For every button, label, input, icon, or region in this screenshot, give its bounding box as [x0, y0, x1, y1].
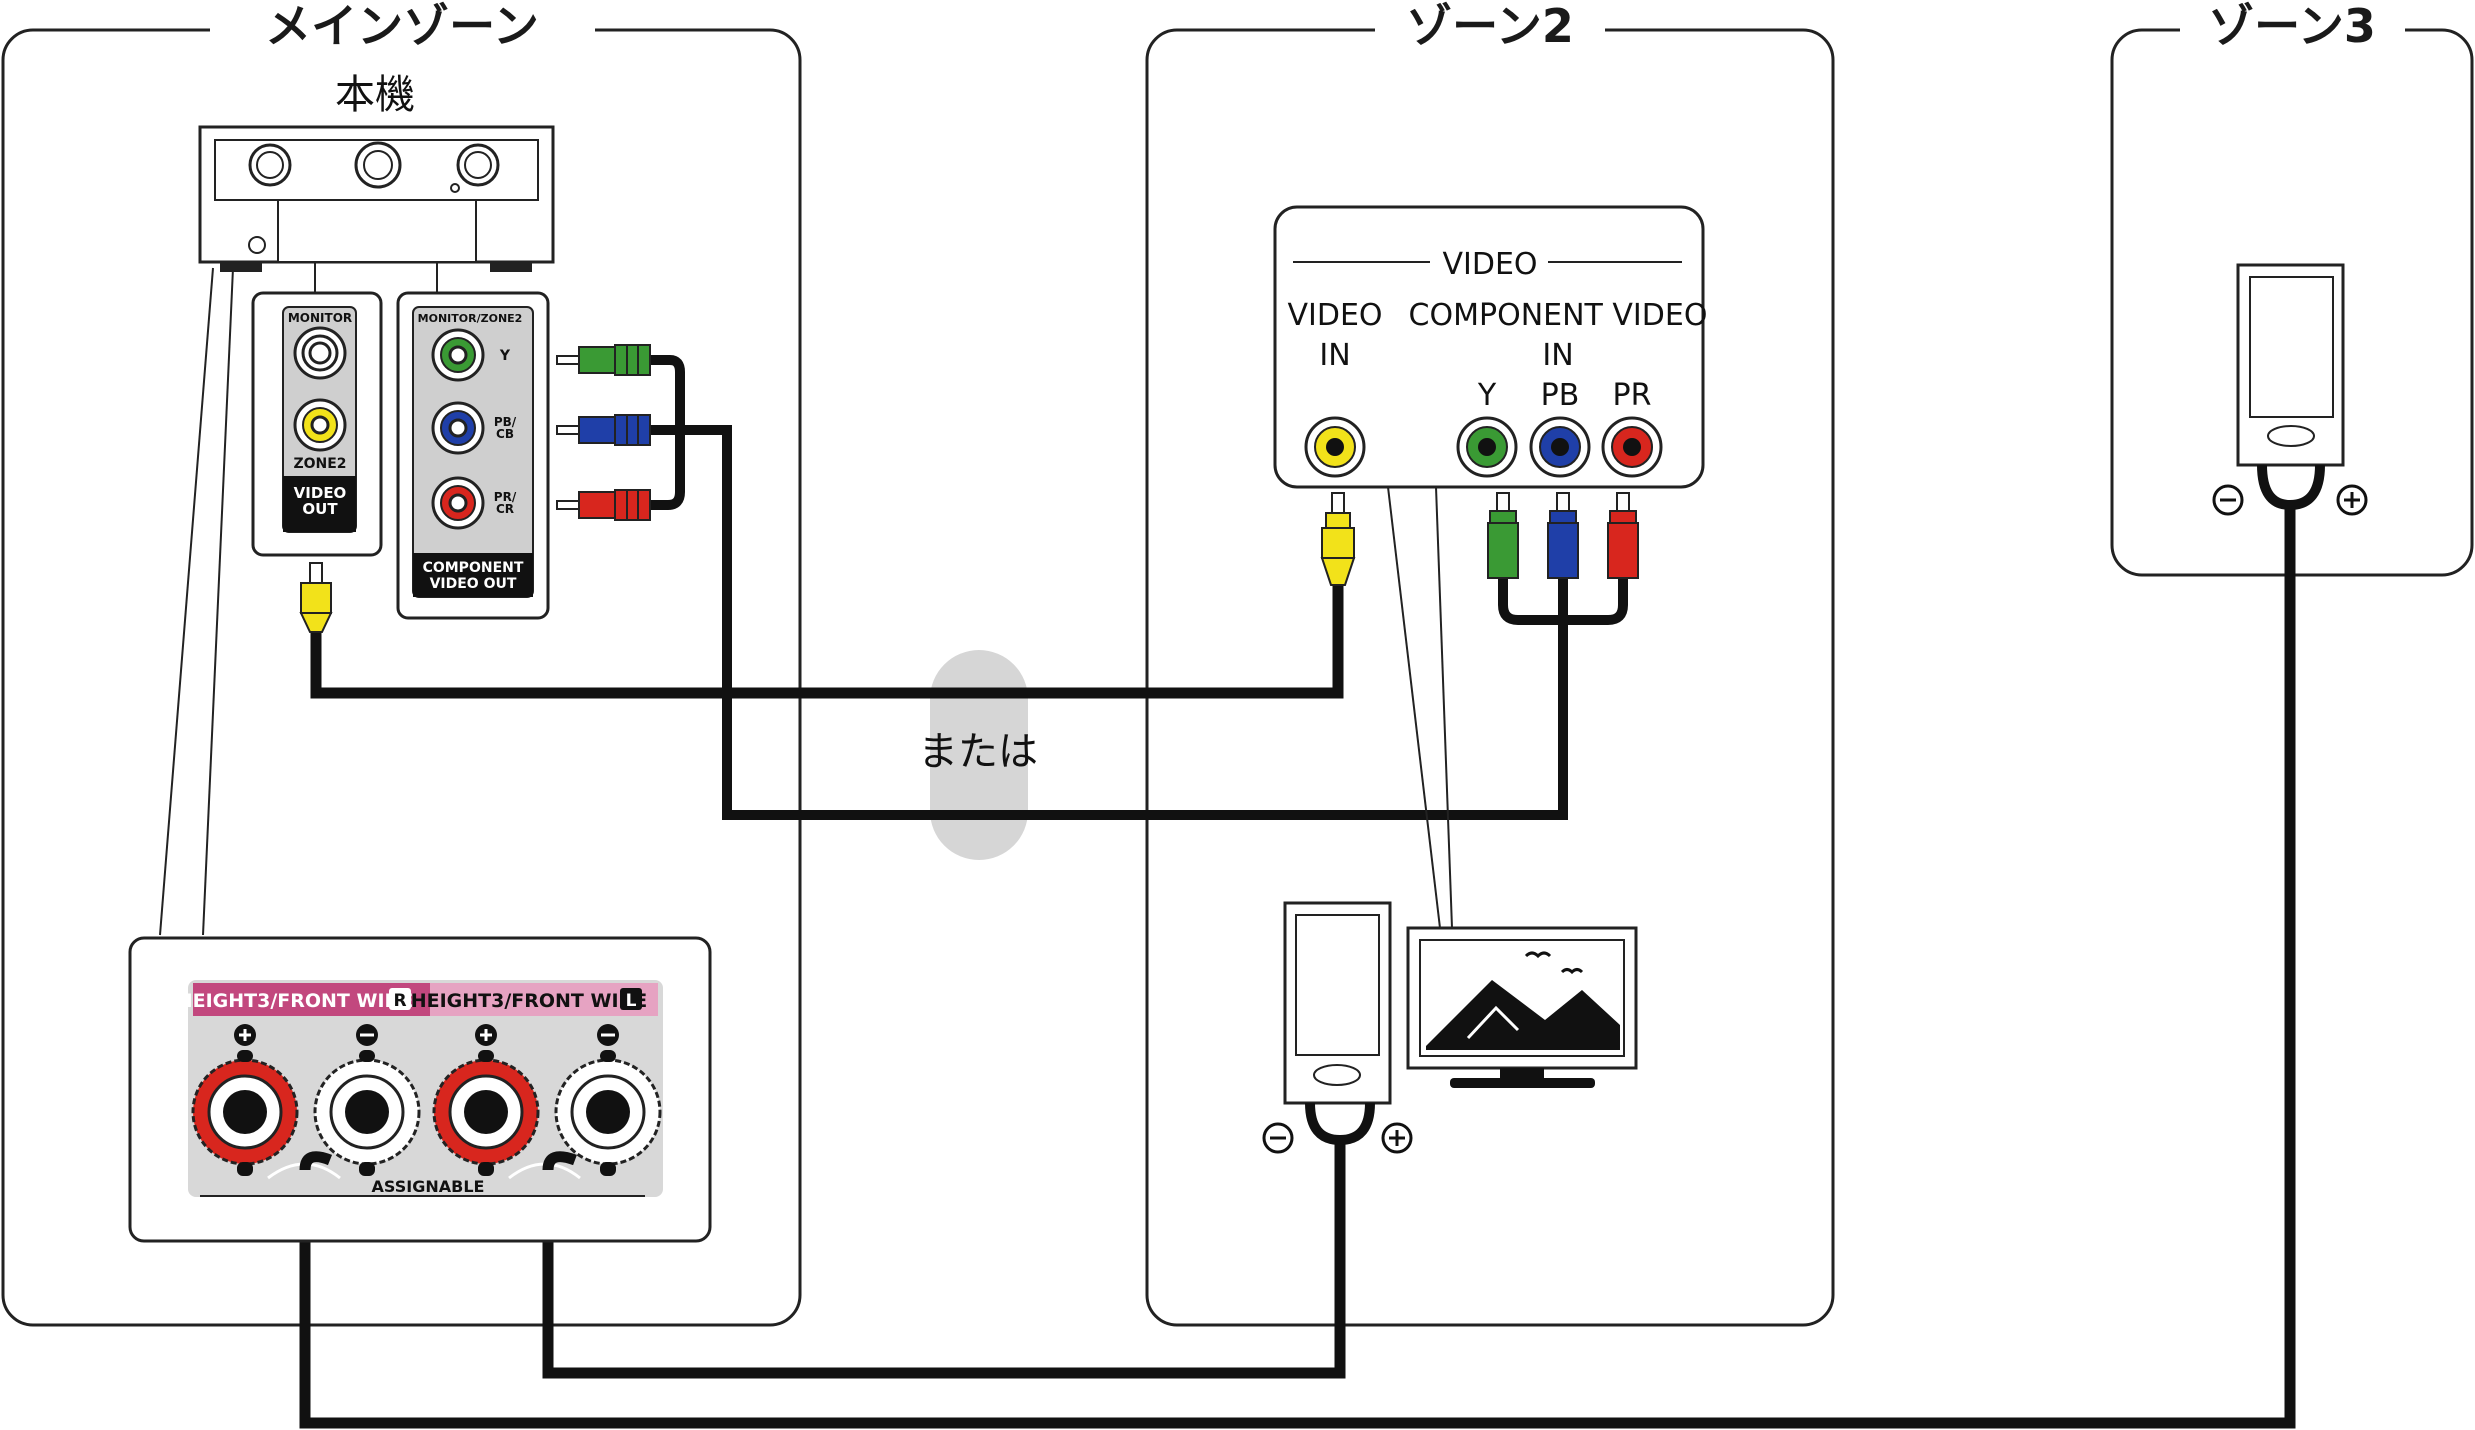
terminal-r-plus: [191, 1050, 299, 1176]
unit-label: 本機: [335, 72, 415, 118]
component-out-panel: MONITOR/ZONE2 Y PB/ CB PR/ CR COMPONENT …: [396, 291, 550, 620]
component-plug-blue: [556, 414, 651, 446]
component-video-cable: [650, 425, 1568, 820]
plus-marker-l: [475, 1024, 497, 1046]
svg-text:HEIGHT3/FRONT WIDE: HEIGHT3/FRONT WIDE: [177, 990, 414, 1012]
svg-text:PR/: PR/: [494, 490, 517, 504]
svg-text:CB: CB: [496, 427, 514, 441]
svg-text:R: R: [393, 991, 406, 1011]
svg-text:ZONE2: ZONE2: [293, 456, 346, 472]
terminal-l-plus: [432, 1050, 540, 1176]
svg-text:IN: IN: [1542, 338, 1573, 373]
svg-text:VIDEO OUT: VIDEO OUT: [430, 576, 517, 592]
zone2-y-jack: [1456, 416, 1518, 478]
terminal-l-minus: [554, 1050, 662, 1176]
svg-text:Y: Y: [1477, 378, 1497, 413]
video-out-panel: MONITOR ZONE2 VIDEO OUT: [251, 291, 383, 557]
minus-marker-r: [356, 1024, 378, 1046]
zone2-speaker-cable: [542, 1140, 1346, 1379]
composite-plug-zone2: [1320, 492, 1356, 586]
or-bubble: [930, 650, 1028, 860]
plus-icon: [1381, 1122, 1413, 1154]
or-label: または: [918, 729, 1038, 775]
component-pb-jack: [431, 401, 485, 455]
minus-marker-l: [597, 1024, 619, 1046]
zone2-video-in-jack: [1304, 416, 1366, 478]
zone2-speaker: [1262, 901, 1413, 1154]
svg-text:CR: CR: [496, 502, 514, 516]
minus-icon: [1262, 1122, 1294, 1154]
zone2-input-panel: VIDEO VIDEO IN COMPONENT VIDEO IN Y PB P…: [1273, 205, 1708, 489]
svg-text:VIDEO: VIDEO: [1287, 298, 1382, 333]
composite-plug-main: [299, 562, 333, 633]
svg-text:IN: IN: [1319, 338, 1350, 373]
terminal-r-minus: [313, 1050, 421, 1176]
component-y-jack: [431, 328, 485, 382]
minus-icon: [2212, 484, 2244, 516]
main-zone-title: メインゾーン: [265, 0, 539, 53]
component-plug-zone2-blue: [1547, 492, 1579, 579]
zone2-tv: [1406, 926, 1638, 1088]
svg-text:Y: Y: [499, 348, 511, 364]
zone3-speaker-cable: [299, 505, 2296, 1429]
plus-icon: [2336, 484, 2368, 516]
component-plug-red: [556, 489, 651, 521]
composite-video-cable: [310, 583, 1344, 699]
zone2-pr-jack: [1601, 416, 1663, 478]
svg-text:PB: PB: [1541, 378, 1580, 413]
zone2-video-jack: [293, 398, 347, 452]
speaker-terminal-panel: HEIGHT3/FRONT WIDE R HEIGHT3/FRONT WIDE …: [128, 936, 712, 1243]
zone2-pb-jack: [1529, 416, 1591, 478]
svg-text:HEIGHT3/FRONT WIDE: HEIGHT3/FRONT WIDE: [411, 990, 648, 1012]
svg-text:L: L: [626, 991, 637, 1011]
av-receiver: [198, 125, 555, 272]
zone3-title: ゾーン3: [2208, 0, 2376, 53]
component-plug-zone2-green: [1487, 492, 1519, 579]
component-plug-green: [556, 344, 651, 376]
svg-text:MONITOR: MONITOR: [288, 311, 352, 325]
svg-text:COMPONENT VIDEO: COMPONENT VIDEO: [1409, 298, 1708, 333]
svg-text:COMPONENT: COMPONENT: [423, 560, 524, 576]
svg-text:PR: PR: [1613, 378, 1652, 413]
svg-text:VIDEO: VIDEO: [294, 484, 347, 502]
svg-text:ASSIGNABLE: ASSIGNABLE: [372, 1177, 485, 1196]
plus-marker-r: [234, 1024, 256, 1046]
svg-text:MONITOR/ZONE2: MONITOR/ZONE2: [418, 312, 523, 325]
svg-text:PB/: PB/: [494, 415, 517, 429]
component-pr-jack: [431, 476, 485, 530]
monitor-jack: [293, 326, 347, 380]
component-plug-zone2-red: [1607, 492, 1639, 579]
zone2-title: ゾーン2: [1406, 0, 1574, 53]
svg-text:VIDEO: VIDEO: [1442, 247, 1537, 282]
zone3-speaker: [2212, 263, 2368, 516]
svg-text:OUT: OUT: [302, 500, 338, 518]
